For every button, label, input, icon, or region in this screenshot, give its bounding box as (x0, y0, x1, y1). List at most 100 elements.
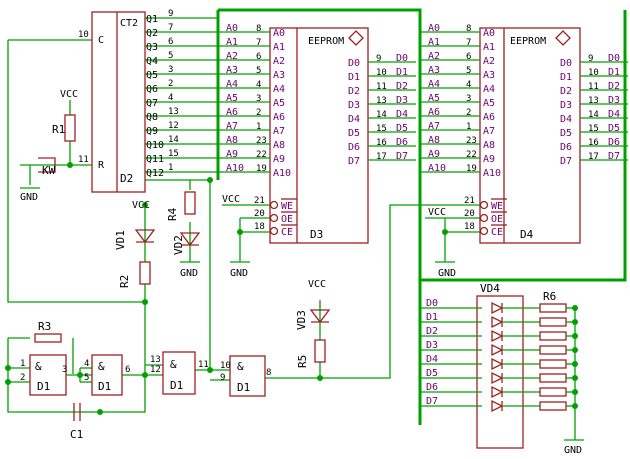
address-pin-number: 2 (466, 108, 471, 118)
address-net-label: A8 (226, 135, 238, 146)
gate1-pin-a: 1 (20, 359, 25, 369)
vcc-label: VCC (222, 194, 240, 205)
data-net-label: D5 (608, 123, 620, 134)
inverting-bubble (479, 226, 489, 236)
counter-output-label: Q10 (146, 140, 164, 151)
vd4-label: VD4 (480, 282, 500, 295)
led-net-label: D0 (426, 298, 438, 309)
led-diode (491, 329, 504, 343)
led-resistor (539, 317, 567, 327)
address-pin-number: 7 (466, 38, 471, 48)
address-net-label: A10 (428, 163, 446, 174)
data-net-label: D6 (608, 137, 620, 148)
address-pin-label: A7 (483, 126, 495, 137)
gnd-label: GND (20, 192, 38, 203)
eeprom-type: EEPROM (510, 36, 546, 47)
address-pin-label: A7 (273, 126, 285, 137)
address-pin-label: A10 (483, 168, 501, 179)
data-net-label: D1 (396, 67, 408, 78)
data-pin-number: 15 (376, 124, 387, 134)
address-net-label: A7 (428, 121, 440, 132)
data-pin-number: 11 (588, 82, 599, 92)
data-net-label: D1 (608, 67, 620, 78)
data-net-label: D5 (396, 123, 408, 134)
data-pin-number: 14 (588, 110, 599, 120)
data-pin-label: D4 (560, 114, 572, 125)
address-net-label: A1 (428, 37, 440, 48)
counter-output-pin: 12 (168, 121, 179, 131)
address-pin-number: 8 (466, 24, 471, 34)
address-pin-label: A10 (273, 168, 291, 179)
led-resistor (539, 331, 567, 341)
address-net-label: A2 (226, 51, 238, 62)
address-net-label: A3 (428, 65, 440, 76)
counter-output-pin: 13 (168, 107, 179, 117)
led-net-label: D5 (426, 368, 438, 379)
led-diode (491, 315, 504, 329)
counter-output-label: Q1 (146, 14, 158, 25)
data-pin-label: D2 (560, 86, 572, 97)
junction-dot (572, 333, 578, 339)
eeprom-type: EEPROM (308, 36, 344, 47)
control-pin-label: WE (281, 201, 293, 212)
led-diode (491, 357, 504, 371)
address-net-label: A0 (226, 23, 238, 34)
gate2-pin-a: 4 (84, 359, 89, 369)
led-net-label: D7 (426, 396, 438, 407)
address-pin-number: 19 (466, 164, 477, 174)
gate1-pin-out: 3 (62, 365, 67, 375)
counter-output-label: Q9 (146, 126, 158, 137)
address-net-label: A6 (226, 107, 238, 118)
data-pin-number: 11 (376, 82, 387, 92)
eeprom-ref: D4 (520, 228, 534, 241)
r3-label: R3 (38, 320, 51, 333)
address-pin-number: 4 (256, 80, 261, 90)
inverting-bubble (269, 213, 279, 223)
counter-output-pin: 4 (168, 93, 173, 103)
junction-dot (572, 361, 578, 367)
counter-c-pin: 10 (78, 30, 89, 40)
address-pin-label: A1 (483, 42, 495, 53)
data-pin-label: D6 (560, 142, 572, 153)
address-pin-label: A6 (273, 112, 285, 123)
data-pin-number: 15 (588, 124, 599, 134)
address-pin-label: A5 (273, 98, 285, 109)
control-pin-number: 18 (464, 222, 475, 232)
address-pin-number: 8 (256, 24, 261, 34)
gate2-ref: D1 (98, 380, 111, 393)
r1-label: R1 (52, 123, 65, 136)
data-pin-label: D4 (348, 114, 360, 125)
gate-section: & D1 1 2 3 & D1 4 5 6 & D1 13 12 11 & D1… (20, 320, 271, 441)
counter-output-pin: 7 (168, 23, 173, 33)
address-pin-label: A8 (273, 140, 285, 151)
address-pin-label: A2 (483, 56, 495, 67)
data-pin-label: D2 (348, 86, 360, 97)
led-diode (491, 301, 504, 315)
led-resistor (539, 303, 567, 313)
address-pin-label: A4 (273, 84, 285, 95)
led-diode (491, 399, 504, 413)
control-pin-label: OE (281, 214, 293, 225)
counter-r-pin: 11 (78, 155, 89, 165)
data-pin-number: 16 (588, 138, 599, 148)
data-pin-label: D3 (560, 100, 572, 111)
counter-output-label: Q12 (146, 168, 164, 179)
address-pin-number: 1 (256, 122, 261, 132)
address-net-label: A7 (226, 121, 238, 132)
counter-output-pin: 1 (168, 163, 173, 173)
gate3-pin-b: 12 (150, 365, 161, 375)
counter-output-label: Q6 (146, 84, 158, 95)
address-pin-number: 6 (256, 52, 261, 62)
gate1-symbol: & (35, 360, 42, 373)
gate1-ref: D1 (37, 380, 50, 393)
data-pin-label: D0 (560, 58, 572, 69)
junction-dot (572, 319, 578, 325)
control-pin-label: OE (491, 214, 503, 225)
inverting-bubble (479, 213, 489, 223)
data-net-label: D7 (396, 151, 408, 162)
counter-output-pin: 9 (168, 9, 173, 19)
address-net-label: A4 (428, 79, 440, 90)
inverting-bubble (479, 200, 489, 210)
